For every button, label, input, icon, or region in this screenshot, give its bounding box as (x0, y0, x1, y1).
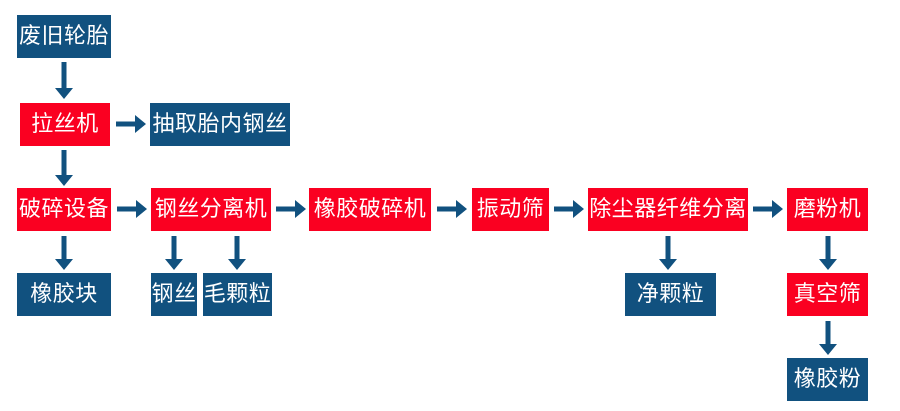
arrow-down-icon (816, 321, 840, 355)
arrow-down-icon (816, 236, 840, 270)
flow-node-steel-wire[interactable]: 钢丝 (151, 273, 197, 316)
flow-node-extract-bead-wire[interactable]: 抽取胎内钢丝 (150, 103, 290, 146)
flow-node-waste-tire[interactable]: 废旧轮胎 (17, 15, 111, 58)
flow-node-label: 毛颗粒 (203, 281, 272, 307)
flow-node-label: 钢丝分离机 (154, 196, 268, 222)
flow-node-vibrating-screen[interactable]: 振动筛 (472, 188, 549, 231)
flow-node-label: 橡胶块 (30, 281, 98, 307)
flow-node-label: 破碎设备 (18, 196, 109, 222)
flow-node-rubber-powder[interactable]: 橡胶粉 (787, 358, 868, 401)
arrow-right-icon (437, 197, 467, 221)
arrow-right-icon (117, 197, 147, 221)
flow-node-vacuum-screen[interactable]: 真空筛 (787, 273, 868, 316)
flow-node-label: 真空筛 (793, 281, 862, 307)
arrow-down-icon (225, 236, 249, 270)
arrow-right-icon (276, 197, 306, 221)
arrow-down-icon (52, 62, 76, 99)
flow-node-crusher[interactable]: 破碎设备 (17, 188, 111, 231)
arrow-down-icon (52, 236, 76, 270)
flow-node-label: 橡胶粉 (793, 366, 862, 392)
flow-node-wire-drawing[interactable]: 拉丝机 (20, 103, 110, 146)
flow-node-wire-separator[interactable]: 钢丝分离机 (151, 188, 271, 231)
flow-node-rubber-block[interactable]: 橡胶块 (17, 273, 111, 316)
arrow-down-icon (656, 236, 680, 270)
arrow-right-icon (116, 112, 146, 136)
flow-node-label: 振动筛 (476, 196, 545, 222)
flow-node-clean-granule[interactable]: 净颗粒 (625, 273, 716, 316)
flow-node-label: 除尘器纤维分离 (589, 196, 747, 222)
flow-node-label: 废旧轮胎 (18, 23, 109, 49)
flow-node-fuzzy-granule[interactable]: 毛颗粒 (203, 273, 272, 316)
arrow-right-icon (554, 197, 584, 221)
arrow-right-icon (753, 197, 783, 221)
flow-node-label: 抽取胎内钢丝 (152, 111, 288, 137)
flow-node-rubber-crusher[interactable]: 橡胶破碎机 (309, 188, 431, 231)
arrow-down-icon (162, 236, 186, 270)
flow-node-label: 钢丝 (151, 281, 197, 307)
arrow-down-icon (52, 150, 76, 186)
flow-node-fiber-separator[interactable]: 除尘器纤维分离 (588, 188, 748, 231)
flow-node-label: 拉丝机 (31, 111, 99, 137)
flow-node-label: 橡胶破碎机 (313, 196, 427, 222)
flow-node-grinder[interactable]: 磨粉机 (787, 188, 868, 231)
flow-node-label: 磨粉机 (793, 196, 862, 222)
flow-node-label: 净颗粒 (636, 281, 705, 307)
